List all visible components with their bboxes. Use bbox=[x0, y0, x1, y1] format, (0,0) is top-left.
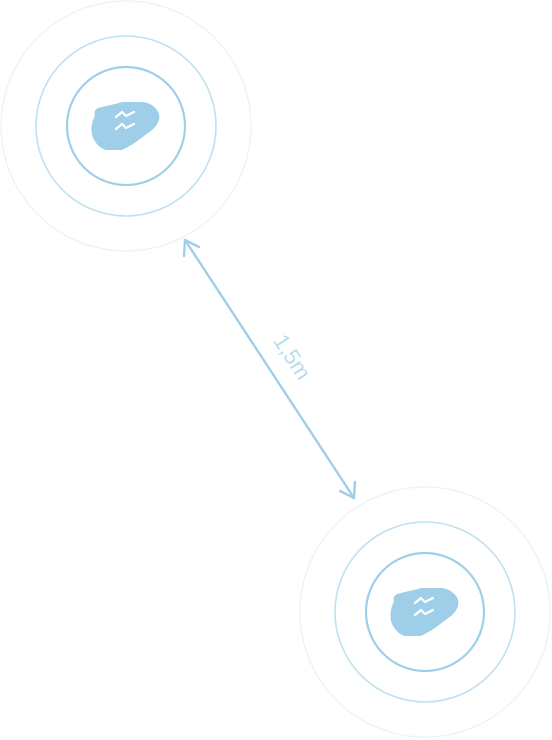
arrowhead-top bbox=[182, 238, 201, 258]
device-bottom-right bbox=[299, 486, 551, 738]
sensor-device-icon bbox=[390, 588, 459, 636]
outer-range-ring bbox=[299, 486, 551, 738]
arrowhead-bottom bbox=[338, 480, 357, 500]
middle-range-ring bbox=[334, 521, 516, 703]
distance-line bbox=[183, 238, 356, 500]
sensor-device-icon bbox=[91, 102, 160, 150]
outer-range-ring bbox=[0, 0, 252, 252]
double-arrow-icon bbox=[182, 238, 357, 500]
middle-range-ring bbox=[35, 35, 217, 217]
device-top-left bbox=[0, 0, 252, 252]
inner-range-ring bbox=[364, 551, 486, 673]
distance-label: 1,5m bbox=[268, 330, 316, 385]
inner-range-ring bbox=[65, 65, 187, 187]
